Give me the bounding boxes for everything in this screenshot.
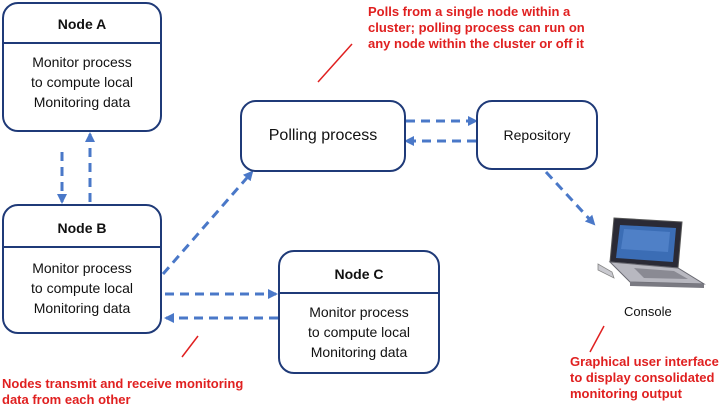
gui-note-line: to display consolidated bbox=[570, 370, 715, 385]
callout-line-gui bbox=[589, 325, 605, 353]
repository-box: Repository bbox=[476, 100, 598, 170]
node-c-body: Monitor process to compute local Monitor… bbox=[286, 302, 432, 362]
node-a-title: Node A bbox=[57, 16, 107, 32]
node-c-body-line: to compute local bbox=[308, 324, 410, 340]
node-b-body-line: Monitoring data bbox=[33, 300, 131, 316]
nodes-note-line: data from each other bbox=[2, 392, 131, 407]
nodes-note-line: Nodes transmit and receive monitoring bbox=[2, 376, 244, 391]
gui-note-line: monitoring output bbox=[570, 386, 682, 401]
node-c-body-line: Monitor process bbox=[309, 304, 409, 320]
node-c-divider bbox=[280, 292, 438, 294]
arrow-node-b-to-polling bbox=[161, 170, 254, 275]
node-a-body: Monitor process to compute local Monitor… bbox=[10, 52, 154, 112]
repository-label: Repository bbox=[503, 127, 571, 143]
arrow-repository-to-console bbox=[544, 170, 596, 226]
polling-note-line: cluster; polling process can run on bbox=[368, 20, 585, 35]
callout-line-nodes bbox=[181, 335, 199, 358]
node-a-divider bbox=[4, 42, 160, 44]
console-laptop-icon bbox=[597, 217, 706, 288]
node-c-body-line: Monitoring data bbox=[310, 344, 408, 360]
polling-note-line: any node within the cluster or off it bbox=[368, 36, 584, 51]
node-b-body-line: Monitor process bbox=[32, 260, 132, 276]
gui-note-line: Graphical user interface bbox=[570, 354, 719, 369]
polling-note: Polls from a single node within a cluste… bbox=[368, 4, 668, 52]
polling-note-line: Polls from a single node within a bbox=[368, 4, 571, 19]
node-a-body-line: to compute local bbox=[31, 74, 133, 90]
callout-line-polling bbox=[317, 43, 353, 83]
node-c: Node C Monitor process to compute local … bbox=[278, 250, 440, 374]
console-label: Console bbox=[624, 304, 672, 319]
gui-note: Graphical user interface to display cons… bbox=[570, 354, 719, 402]
node-b-title: Node B bbox=[57, 220, 107, 236]
node-a-body-line: Monitor process bbox=[32, 54, 132, 70]
node-b-body-line: to compute local bbox=[31, 280, 133, 296]
node-a-body-line: Monitoring data bbox=[33, 94, 131, 110]
node-c-title: Node C bbox=[334, 266, 384, 282]
polling-process-box: Polling process bbox=[240, 100, 406, 172]
polling-process-label: Polling process bbox=[268, 127, 378, 144]
node-b-body: Monitor process to compute local Monitor… bbox=[10, 258, 154, 318]
node-a: Node A Monitor process to compute local … bbox=[2, 2, 162, 132]
node-b: Node B Monitor process to compute local … bbox=[2, 204, 162, 334]
nodes-note: Nodes transmit and receive monitoring da… bbox=[2, 376, 282, 408]
node-b-divider bbox=[4, 246, 160, 248]
